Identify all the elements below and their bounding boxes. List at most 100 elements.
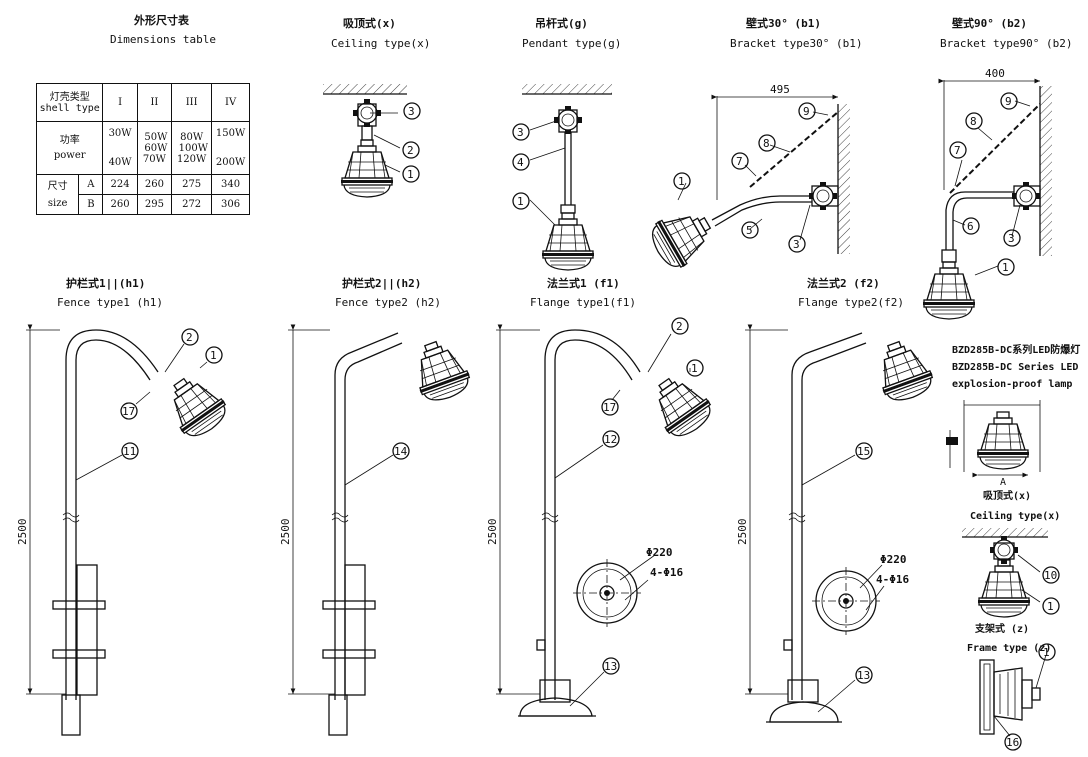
callout-number: 15 [857, 445, 870, 458]
callout-number: 16 [1006, 736, 1019, 749]
flange2-holes-dim: 4-Φ16 [876, 573, 909, 586]
callout-balloon [788, 235, 806, 253]
callout-balloon [512, 192, 530, 210]
callout-number: 17 [603, 401, 616, 414]
callout-balloon [512, 123, 530, 141]
callout-number: 5 [746, 224, 753, 237]
fence2-title-cn: 护栏式2||(h2) [342, 276, 421, 290]
callout-number: 4 [517, 156, 524, 169]
callout-number: 1 [1002, 261, 1009, 274]
power-bottom: 70W [142, 153, 166, 165]
callout-number: 1 [1043, 646, 1050, 659]
power-bottom: 120W [176, 153, 207, 165]
callout-number: 13 [604, 660, 617, 673]
frame-title-cn: 支架式 (z) [974, 622, 1029, 635]
callout-balloon [402, 141, 420, 159]
callout-number: 3 [1008, 232, 1015, 245]
callout-number: 1 [691, 362, 698, 375]
pendant-title-en: Pendant type(g) [522, 37, 621, 50]
callout-number: 1 [678, 175, 685, 188]
callout-number: 7 [736, 155, 743, 168]
fence2-title-en: Fence type2 (h2) [335, 296, 441, 309]
shell-type-label-cn: 灯壳类型 [49, 91, 90, 103]
callout-balloon [686, 359, 704, 377]
bracket30-title-en: Bracket type30° (b1) [730, 37, 862, 50]
ceiling-title-cn: 吸顶式(x) [343, 16, 396, 30]
callout-balloon [602, 657, 620, 675]
small-ceiling-en: Ceiling type(x) [970, 510, 1060, 522]
callout-number: 13 [857, 669, 870, 682]
callout-number: 1 [407, 168, 414, 181]
callout-balloon [392, 442, 410, 460]
callout-balloon [962, 217, 980, 235]
bracket90-drawing: 400 [922, 67, 1052, 320]
callout-number: 2 [186, 331, 193, 344]
callout-number: 3 [408, 105, 415, 118]
callout-number: 11 [123, 445, 136, 458]
power-bottom: 40W [108, 157, 132, 168]
callout-balloon [1003, 229, 1021, 247]
power-top: 30W [108, 128, 132, 139]
callout-number: 3 [517, 126, 524, 139]
callout-number: 6 [967, 220, 974, 233]
product-panel: BZD285B-DC系列LED防爆灯 BZD285B-DC Series LED… [946, 343, 1080, 737]
size-label-en: size [47, 197, 68, 209]
callout-balloon [855, 666, 873, 684]
bracket30-title-cn: 壁式30° (b1) [746, 16, 821, 30]
fence2-height-dim: 2500 [279, 519, 292, 546]
callout-number: 12 [604, 433, 617, 446]
callout-number: 2 [407, 144, 414, 157]
bracket30-drawing: 495 [644, 83, 850, 275]
type-cell: III [171, 83, 213, 122]
bracket90-width-dim: 400 [985, 67, 1005, 80]
fence1-title-en: Fence type1 (h1) [57, 296, 163, 309]
callout-balloon [798, 102, 816, 120]
pendant-type-drawing [522, 84, 612, 271]
pendant-title-cn: 吊杆式(g) [535, 16, 588, 30]
callout-number: 17 [122, 405, 135, 418]
callout-number: 9 [803, 105, 810, 118]
callout-balloon [120, 402, 138, 420]
callout-number: 9 [1005, 95, 1012, 108]
type-cell: I [102, 83, 138, 122]
flange2-height-dim: 2500 [736, 519, 749, 546]
size-label-cn: 尺寸 [47, 180, 68, 192]
flange2-drawing: 2500 Φ220 4-Φ16 [736, 324, 939, 723]
frame-title-en: Frame type (z) [967, 643, 1051, 654]
product-dim-A: A [1000, 477, 1006, 488]
callout-balloon [181, 328, 199, 346]
flange2-dia-dim: Φ220 [880, 553, 907, 566]
callout-balloon [671, 317, 689, 335]
callout-balloon [758, 134, 776, 152]
product-name-en-2: explosion-proof lamp [952, 378, 1072, 390]
power-top: 50W 60W [144, 131, 168, 154]
fence1-title-cn: 护栏式1||(h1) [66, 276, 145, 290]
size-b-cell: 306 [211, 194, 250, 215]
callout-number: 8 [763, 137, 770, 150]
callout-balloon [1000, 92, 1018, 110]
type-cell: II [136, 83, 173, 122]
ceiling-type-drawing [323, 84, 407, 198]
fence1-height-dim: 2500 [16, 519, 29, 546]
callout-balloon [512, 153, 530, 171]
flange1-height-dim: 2500 [486, 519, 499, 546]
dimensions-title-cn: 外形尺寸表 [133, 13, 190, 27]
fence1-drawing: 2500 [16, 324, 234, 736]
shell-type-label-en: shell type [39, 102, 100, 114]
flange2-title-cn: 法兰式2 (f2) [807, 276, 880, 290]
callout-balloon [1038, 643, 1056, 661]
power-top: 150W [215, 128, 246, 139]
callout-balloon [965, 112, 983, 130]
shell-type-header: 灯壳类型 shell type [35, 83, 104, 122]
callout-number: 2 [676, 320, 683, 333]
callout-balloon [949, 141, 967, 159]
size-b-cell: 260 [102, 194, 138, 215]
callout-number: 7 [954, 144, 961, 157]
callout-number: 3 [793, 238, 800, 251]
callout-balloon [1042, 566, 1060, 584]
bracket30-width-dim: 495 [770, 83, 790, 96]
